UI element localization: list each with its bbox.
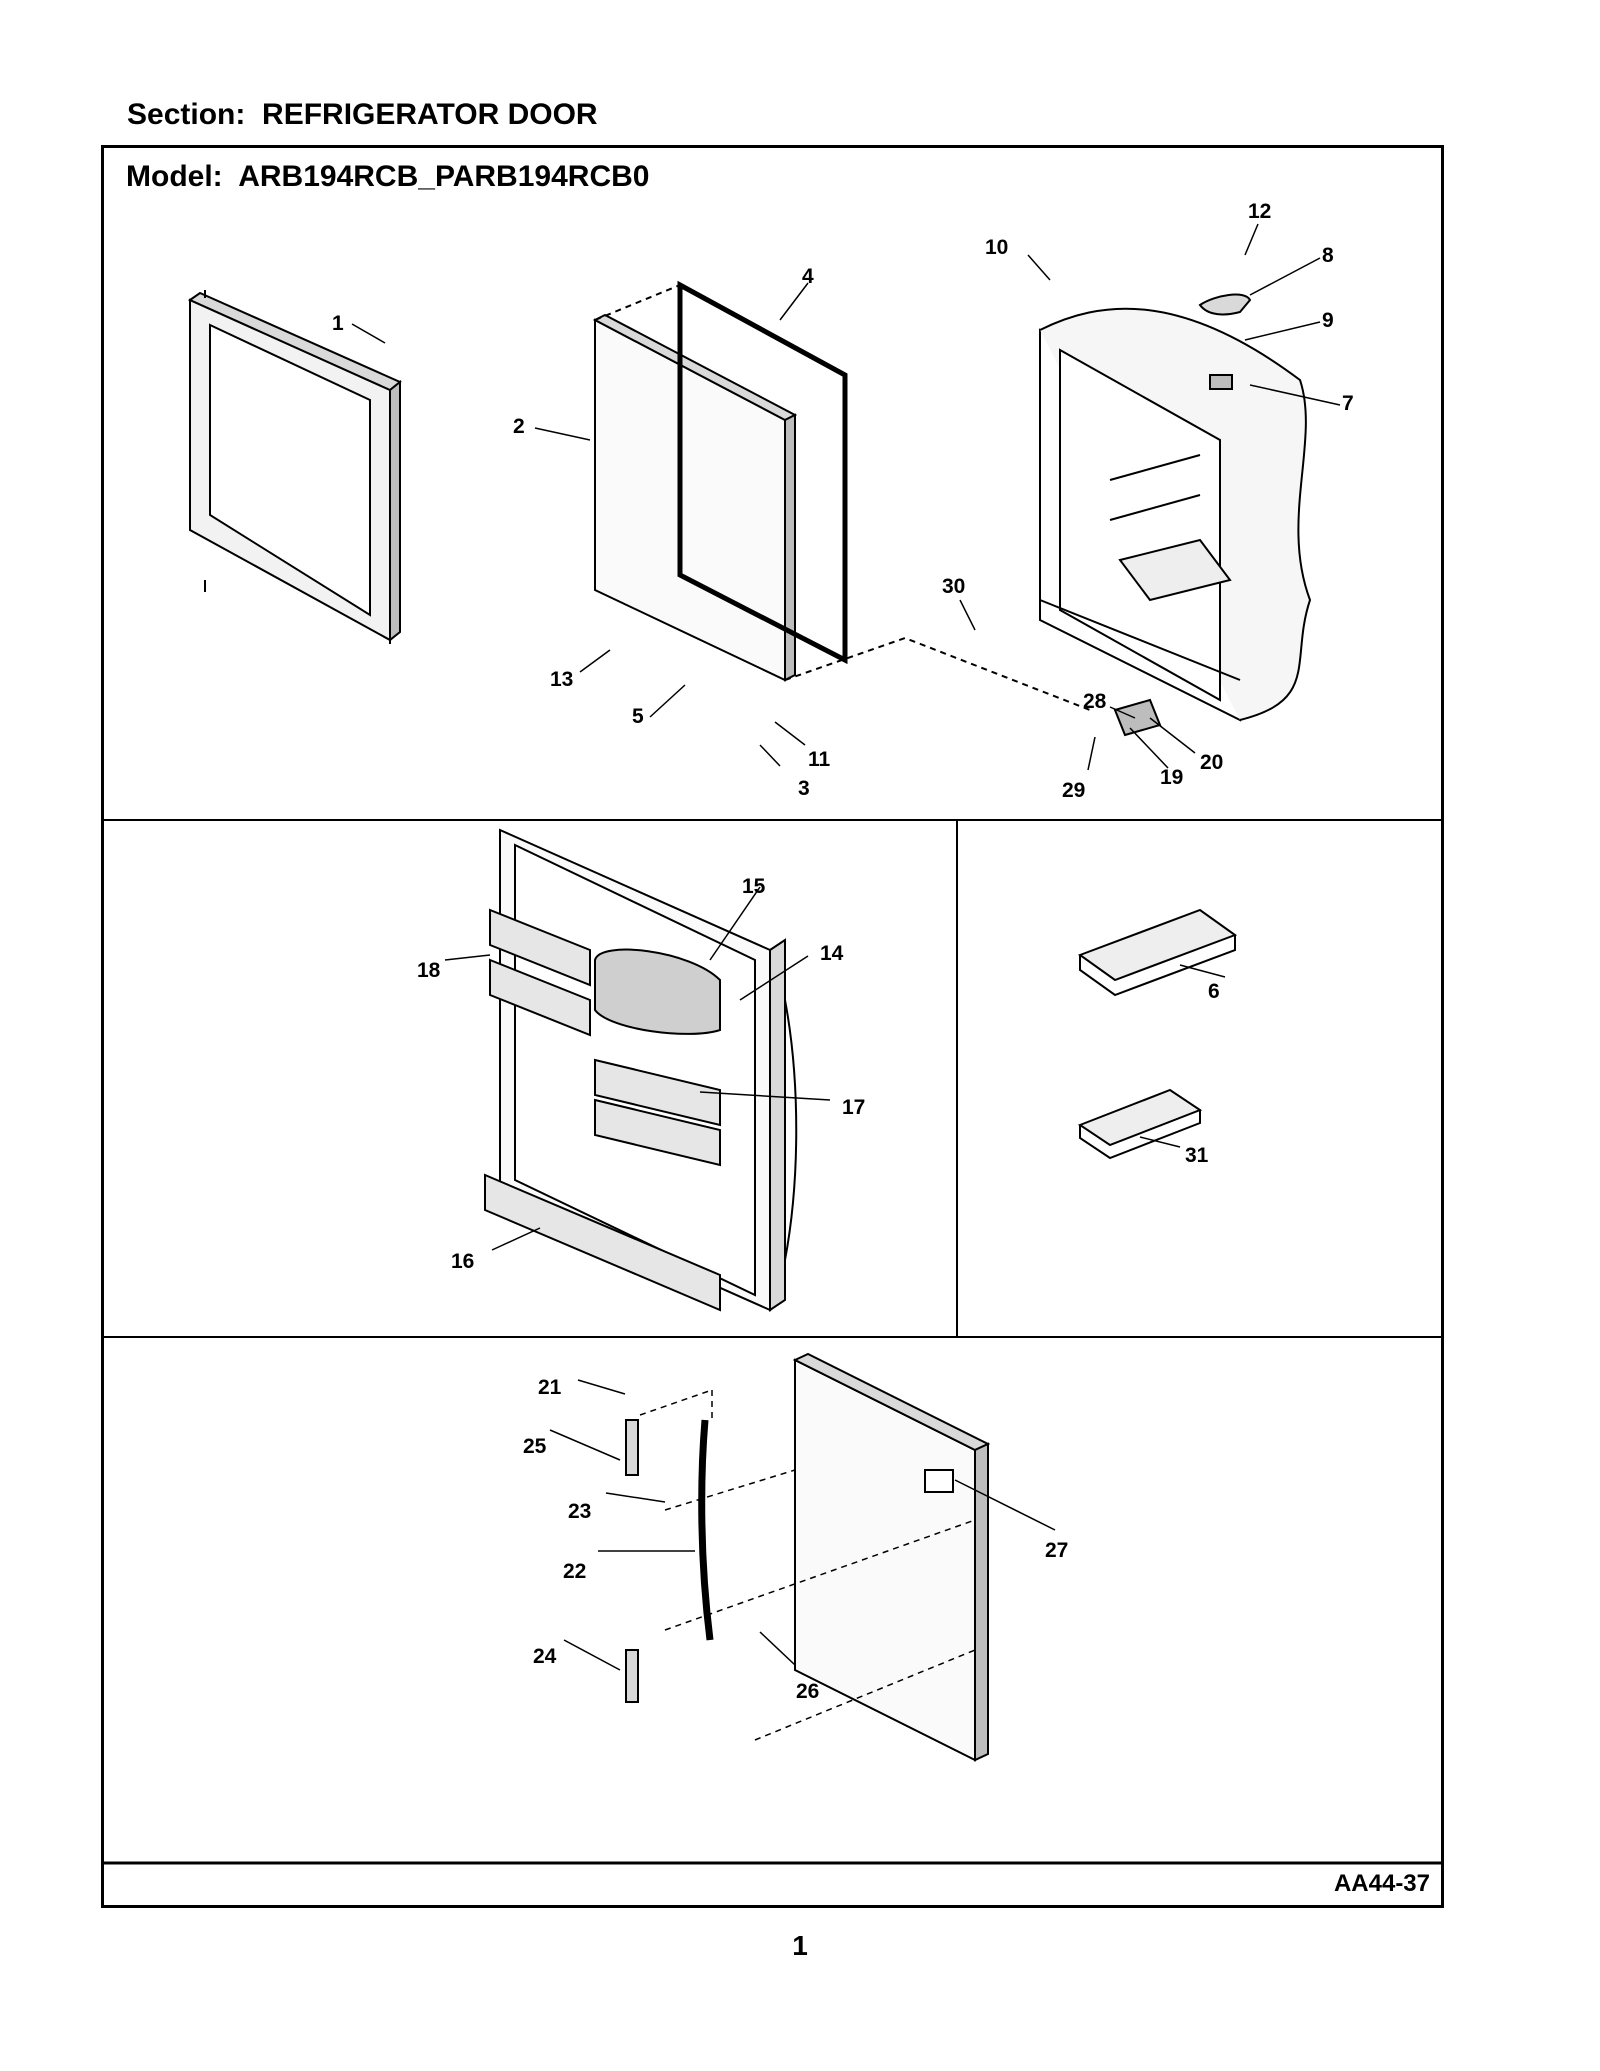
hinge-bottom bbox=[1113, 698, 1162, 737]
section-value: REFRIGERATOR DOOR bbox=[262, 98, 598, 131]
diagram-frame bbox=[101, 145, 1444, 1908]
callout-16: 16 bbox=[451, 1250, 474, 1273]
callout-30: 30 bbox=[942, 575, 965, 598]
callout-5: 5 bbox=[632, 705, 644, 728]
door-gasket bbox=[677, 280, 848, 665]
callout-22: 22 bbox=[563, 1560, 586, 1583]
callout-7: 7 bbox=[1342, 392, 1354, 415]
door-liner-assembly bbox=[484, 828, 798, 1312]
callout-28: 28 bbox=[1083, 690, 1107, 713]
callout-19: 19 bbox=[1160, 766, 1183, 789]
callout-12: 12 bbox=[1248, 200, 1271, 223]
callout-2: 2 bbox=[513, 415, 525, 438]
callout-9: 9 bbox=[1322, 309, 1334, 332]
outer-door-panel bbox=[792, 1352, 991, 1762]
callout-13: 13 bbox=[550, 668, 573, 691]
callout-25: 25 bbox=[523, 1435, 547, 1458]
model-value: ARB194RCB_PARB194RCB0 bbox=[238, 160, 650, 193]
callout-8: 8 bbox=[1322, 244, 1334, 267]
door-frame-part bbox=[187, 290, 402, 644]
callout-4: 4 bbox=[802, 265, 814, 288]
page-number: 1 bbox=[792, 1930, 808, 1961]
shelf-part-31 bbox=[1077, 1088, 1203, 1160]
leader-lines bbox=[351, 223, 1341, 1671]
callout-27: 27 bbox=[1045, 1539, 1068, 1562]
model-title: Model: ARB194RCB_PARB194RCB0 bbox=[126, 160, 649, 194]
callout-labels: 1 2 3 4 5 6 7 8 9 10 11 12 13 14 15 16 1… bbox=[332, 200, 1354, 1703]
callout-24: 24 bbox=[533, 1645, 557, 1668]
section-label: Section: bbox=[127, 98, 246, 131]
callout-15: 15 bbox=[742, 875, 766, 898]
door-handle bbox=[625, 1419, 714, 1703]
shelf-part-6 bbox=[1077, 908, 1238, 997]
section-title: Section: REFRIGERATOR DOOR bbox=[127, 98, 598, 132]
callout-6: 6 bbox=[1208, 980, 1220, 1003]
callout-23: 23 bbox=[568, 1500, 591, 1523]
cabinet-body bbox=[1039, 307, 1312, 722]
callout-1: 1 bbox=[332, 312, 344, 335]
callout-3: 3 bbox=[798, 777, 810, 800]
callout-21: 21 bbox=[538, 1376, 562, 1399]
callout-31: 31 bbox=[1185, 1144, 1209, 1167]
callout-18: 18 bbox=[417, 959, 441, 982]
callout-11: 11 bbox=[808, 748, 831, 771]
callout-29: 29 bbox=[1062, 779, 1085, 802]
hinge-top bbox=[1198, 293, 1252, 390]
model-label: Model: bbox=[126, 160, 223, 193]
callout-17: 17 bbox=[842, 1096, 865, 1119]
inner-door-panel bbox=[592, 313, 798, 682]
callout-10: 10 bbox=[985, 236, 1008, 259]
callout-26: 26 bbox=[796, 1680, 819, 1703]
diagram-code: AA44-37 bbox=[1333, 1870, 1430, 1897]
callout-20: 20 bbox=[1200, 751, 1223, 774]
callout-14: 14 bbox=[820, 942, 844, 965]
